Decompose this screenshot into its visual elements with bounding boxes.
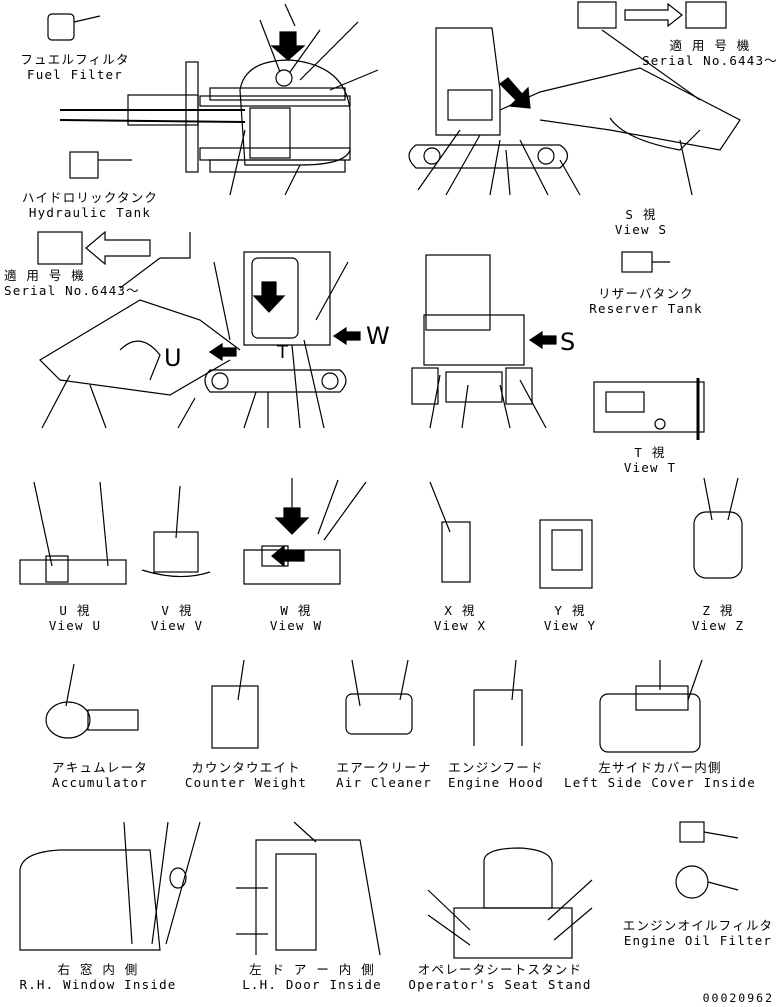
air-cleaner-drawing xyxy=(345,659,413,735)
view-y-drawing xyxy=(539,519,593,589)
view-z-drawing xyxy=(693,477,743,579)
view-t-drawing xyxy=(593,378,705,440)
view-t-marker: T xyxy=(277,342,288,363)
drawing-code: 00020962 xyxy=(702,991,774,1005)
engine-hood-drawing xyxy=(473,659,523,746)
seat-stand-drawing xyxy=(427,847,593,959)
side-view-machine xyxy=(408,1,741,196)
view-s-marker: S xyxy=(560,328,576,356)
view-w-drawing xyxy=(243,478,367,585)
top-view-machine xyxy=(47,3,379,196)
view-u-marker: U xyxy=(164,344,182,372)
accumulator-drawing xyxy=(45,663,139,739)
rear-view xyxy=(411,254,557,429)
rh-window-drawing xyxy=(19,821,201,951)
reserve-tank-drawing xyxy=(621,251,670,273)
left-side-cover-drawing xyxy=(599,659,703,753)
engine-oil-filter-drawing xyxy=(675,821,739,899)
view-v-drawing xyxy=(141,485,211,578)
lh-door-drawing xyxy=(236,821,381,956)
counter-weight-drawing xyxy=(211,659,259,749)
view-x-drawing xyxy=(429,481,471,583)
side-view-left xyxy=(37,230,361,429)
view-w-marker: W xyxy=(366,322,390,350)
view-u-drawing xyxy=(19,481,127,585)
